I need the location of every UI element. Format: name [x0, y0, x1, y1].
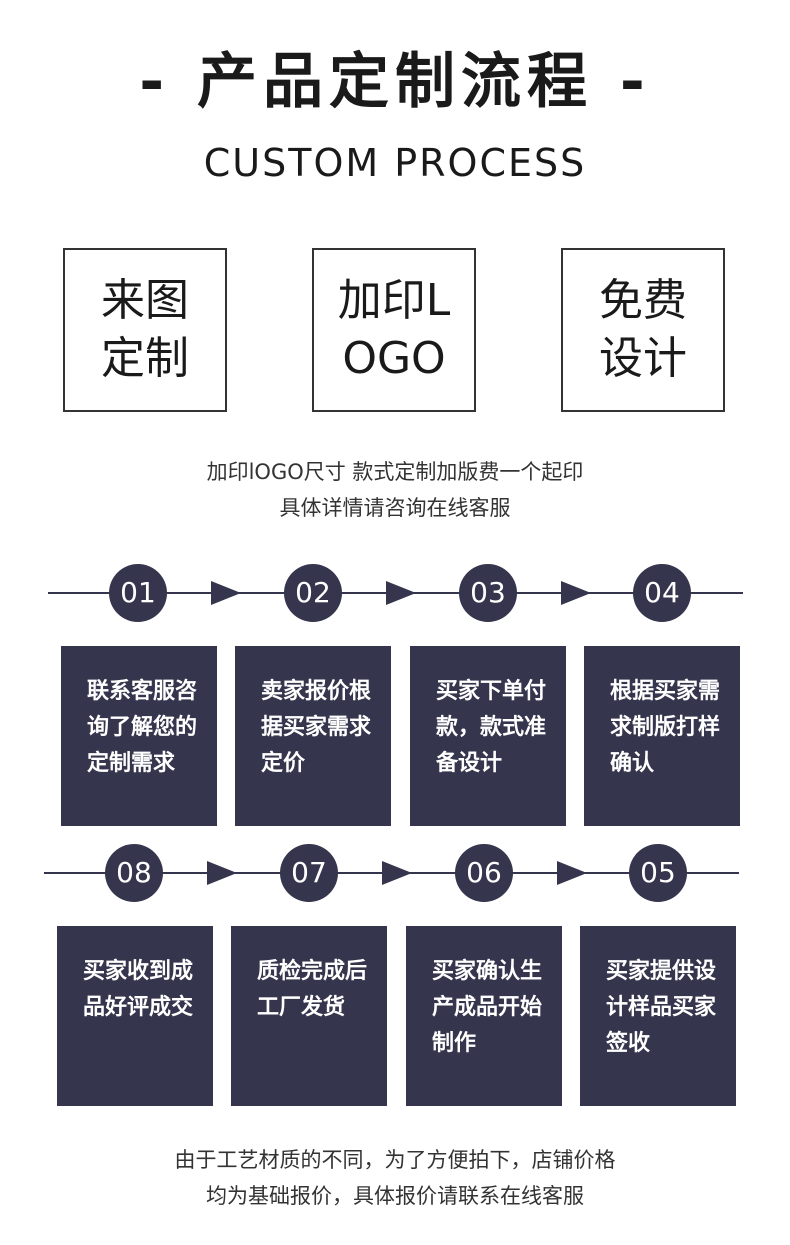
note-top-line1: 加印lOGO尺寸 款式定制加版费一个起印 [206, 460, 584, 484]
arrow-right-icon [207, 861, 237, 885]
step-number-badge: 05 [629, 844, 687, 902]
step-number-badge: 08 [105, 844, 163, 902]
step-card: 质检完成后工厂发货 [231, 926, 387, 1106]
arrow-right-icon [561, 581, 591, 605]
step-card-text: 质检完成后工厂发货 [257, 959, 368, 1020]
feature-box-custom-image: 来图定制 [63, 248, 227, 412]
step-number-badge: 02 [284, 564, 342, 622]
feature-label: 来图定制 [101, 275, 189, 384]
step-card: 买家确认生产成品开始制作 [406, 926, 562, 1106]
arrow-right-icon [382, 861, 412, 885]
step-number-badge: 03 [459, 564, 517, 622]
step-number-badge: 07 [280, 844, 338, 902]
step-card-text: 联系客服咨询了解您的定制需求 [87, 679, 198, 776]
step-number-badge: 06 [455, 844, 513, 902]
step-card-text: 买家下单付款，款式准备设计 [436, 679, 547, 776]
step-card: 根据买家需求制版打样确认 [584, 646, 740, 826]
feature-box-logo-print: 加印LOGO [312, 248, 476, 412]
step-number-badge: 04 [633, 564, 691, 622]
feature-label: 加印LOGO [337, 275, 451, 384]
step-card-text: 根据买家需求制版打样确认 [610, 679, 721, 776]
step-card: 卖家报价根据买家需求定价 [235, 646, 391, 826]
step-card: 买家收到成品好评成交 [57, 926, 213, 1106]
note-bottom-line1: 由于工艺材质的不同，为了方便拍下，店铺价格 [174, 1148, 616, 1172]
step-card: 买家提供设计样品买家签收 [580, 926, 736, 1106]
step-number-badge: 01 [109, 564, 167, 622]
step-card-text: 买家收到成品好评成交 [83, 959, 194, 1020]
page-title: - 产品定制流程 - [139, 47, 651, 117]
page-subtitle: CUSTOM PROCESS [203, 141, 587, 185]
step-card-text: 买家确认生产成品开始制作 [432, 959, 543, 1056]
arrow-right-icon [386, 581, 416, 605]
step-card-text: 卖家报价根据买家需求定价 [261, 679, 372, 776]
feature-box-free-design: 免费设计 [561, 248, 725, 412]
note-bottom-line2: 均为基础报价，具体报价请联系在线客服 [206, 1184, 584, 1208]
feature-label: 免费设计 [599, 275, 687, 384]
step-card: 联系客服咨询了解您的定制需求 [61, 646, 217, 826]
step-card-text: 买家提供设计样品买家签收 [606, 959, 717, 1056]
arrow-right-icon [211, 581, 241, 605]
step-card: 买家下单付款，款式准备设计 [410, 646, 566, 826]
arrow-right-icon [557, 861, 587, 885]
note-top-line2: 具体详情请咨询在线客服 [279, 496, 511, 520]
